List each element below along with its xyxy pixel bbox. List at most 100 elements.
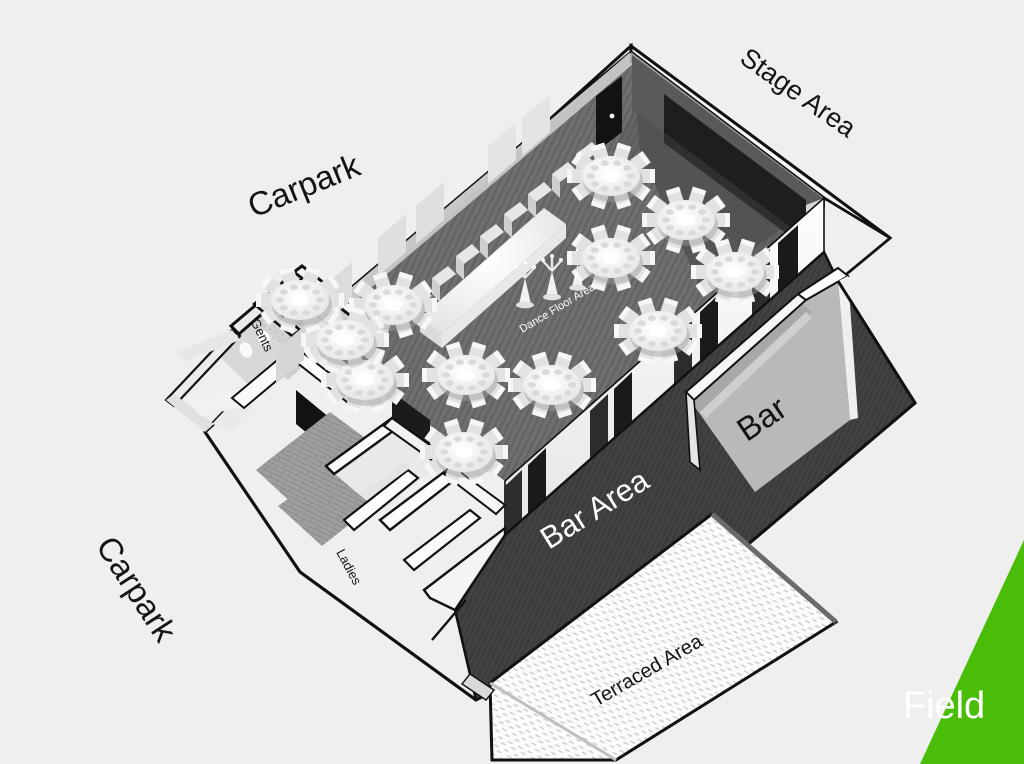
place-setting [541,395,550,401]
place-setting [324,345,333,351]
place-setting [587,173,595,179]
place-setting [737,282,746,288]
west-boundary [203,431,302,573]
chair [494,368,510,382]
place-setting [405,294,414,300]
round-table [691,238,779,306]
place-setting [587,255,595,261]
place-setting [590,263,599,269]
chair [686,324,702,338]
place-setting [660,341,669,347]
round-table [508,351,596,419]
centrepiece [602,252,620,264]
place-setting [613,242,622,248]
place-setting [590,165,599,171]
place-setting [302,310,311,316]
place-setting [698,225,707,231]
round-table [567,224,655,292]
place-setting [623,165,632,171]
place-setting [660,315,669,321]
place-setting [688,230,697,236]
place-setting [395,315,404,321]
door-handle-icon [609,113,615,119]
place-setting [347,324,356,330]
place-setting [670,336,679,342]
place-setting [289,310,298,316]
place-setting [312,289,321,295]
place-setting [445,364,454,370]
place-setting [531,390,540,396]
centrepiece [356,374,374,386]
terrace-rail-near [489,681,617,762]
place-setting [675,204,684,210]
place-setting [466,462,475,468]
place-setting [623,263,632,269]
place-setting [531,374,540,380]
centrepiece [677,214,695,226]
chair [422,368,438,382]
place-setting [747,261,756,267]
place-setting [647,341,656,347]
place-setting [568,382,576,388]
place-setting [312,305,321,311]
place-setting [466,436,475,442]
place-setting [711,269,719,275]
centrepiece [457,369,475,381]
place-setting [321,337,329,343]
place-setting [600,160,609,166]
place-setting [613,186,622,192]
place-setting [443,457,452,463]
place-setting [369,302,377,308]
place-setting [688,204,697,210]
chair [321,373,337,387]
place-setting [674,328,682,334]
building-group [164,42,917,762]
label-field: Field [903,685,985,727]
chair [373,333,389,347]
bar-room-floor [690,281,850,492]
round-table [301,306,389,374]
stage-curtain [664,94,806,248]
place-setting [724,282,733,288]
place-setting [675,230,684,236]
place-setting [405,310,414,316]
place-setting [564,374,573,380]
centrepiece [455,446,473,458]
place-setting [440,449,448,455]
place-setting [324,329,333,335]
place-setting [468,385,477,391]
place-setting [662,217,670,223]
place-setting [714,261,723,267]
place-setting [476,441,485,447]
place-setting [302,284,311,290]
place-setting [409,302,417,308]
place-setting [541,369,550,375]
round-table [256,266,344,334]
west-wing-panel-1 [176,330,240,362]
round-tables-group [256,142,779,486]
place-setting [279,289,288,295]
chair [763,265,779,279]
place-setting [372,294,381,300]
round-table [567,142,655,210]
ladies-stall-divider [360,462,410,500]
place-setting [478,364,487,370]
entry-wall-2 [402,508,482,572]
place-setting [468,359,477,365]
centrepiece [291,294,309,306]
field-zone [920,540,1024,764]
place-setting [480,449,488,455]
place-setting [637,336,646,342]
place-setting [737,256,746,262]
place-setting [455,359,464,365]
chair [421,298,437,312]
place-setting [361,337,369,343]
place-setting [442,372,450,378]
centrepiece [336,334,354,346]
place-setting [455,385,464,391]
chair [642,213,658,227]
place-setting [279,305,288,311]
place-setting [590,247,599,253]
place-setting [528,382,536,388]
place-setting [613,160,622,166]
